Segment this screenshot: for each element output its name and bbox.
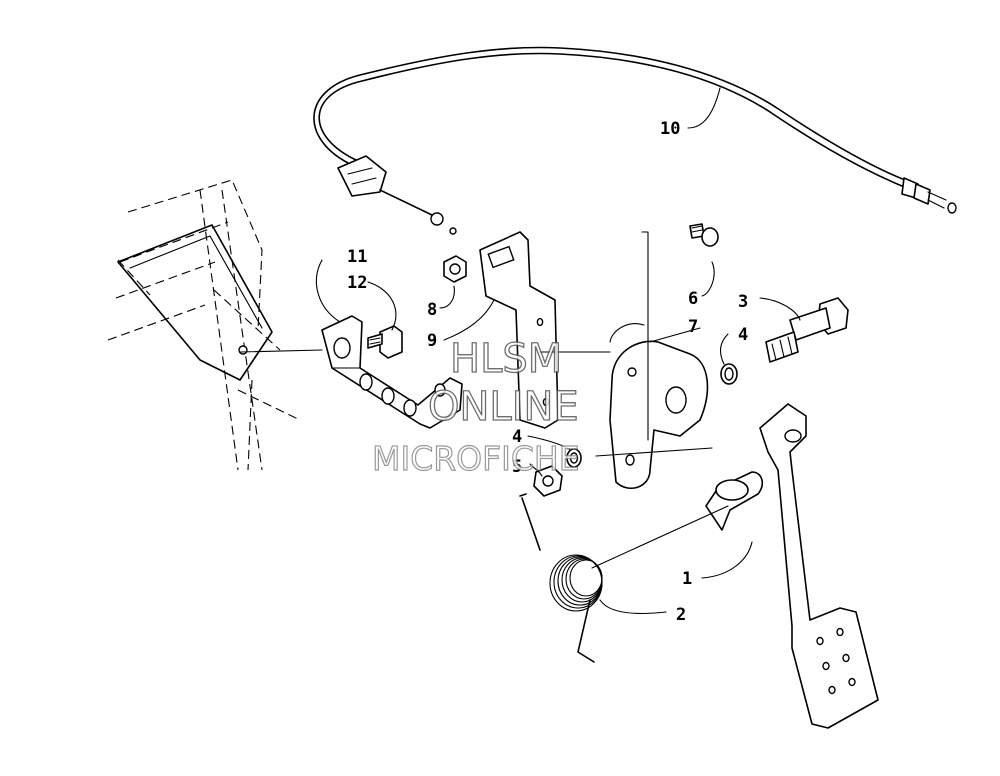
- callout-1: 1: [682, 569, 692, 589]
- callout-10: 10: [660, 119, 680, 139]
- callout-4-lower: 4: [512, 427, 522, 447]
- watermark: HLSM ONLINE MICROFICHE: [371, 335, 580, 478]
- callout-8: 8: [427, 300, 437, 320]
- callout-7: 7: [688, 317, 698, 337]
- callout-12: 12: [347, 273, 367, 293]
- frame-mount-plate: [117, 224, 273, 381]
- nut-5: [533, 465, 563, 497]
- callout-5: 5: [512, 457, 522, 477]
- pivot-plate: [609, 231, 709, 490]
- watermark-line-3: MICROFICHE: [372, 439, 580, 478]
- callout-3: 3: [738, 292, 748, 312]
- throttle-pedal-1: [705, 403, 879, 729]
- cable-bracket: [479, 231, 559, 429]
- callout-11: 11: [347, 247, 367, 267]
- callout-4-upper: 4: [738, 325, 748, 345]
- callout-9: 9: [427, 331, 437, 351]
- callout-labels: 1 2 3 4 4 5 6 7 8 9 10 11 12: [347, 119, 748, 625]
- screw-6: [689, 223, 719, 247]
- callout-6: 6: [688, 289, 698, 309]
- frame-outline: [107, 179, 301, 471]
- leader-lines: [239, 87, 801, 615]
- watermark-line-2: ONLINE: [428, 384, 579, 430]
- hex-nut-8: [443, 255, 467, 283]
- return-spring-2: [519, 493, 603, 663]
- bolt-12: [367, 325, 403, 359]
- pedal-mount-bracket: [321, 315, 463, 429]
- callout-2: 2: [676, 605, 686, 625]
- o-ring-4-lower: [566, 448, 582, 468]
- throttle-cable: [313, 46, 957, 235]
- o-ring-4-upper: [720, 363, 738, 385]
- pivot-bolt-3: [765, 297, 849, 363]
- watermark-line-1: HLSM: [450, 336, 562, 382]
